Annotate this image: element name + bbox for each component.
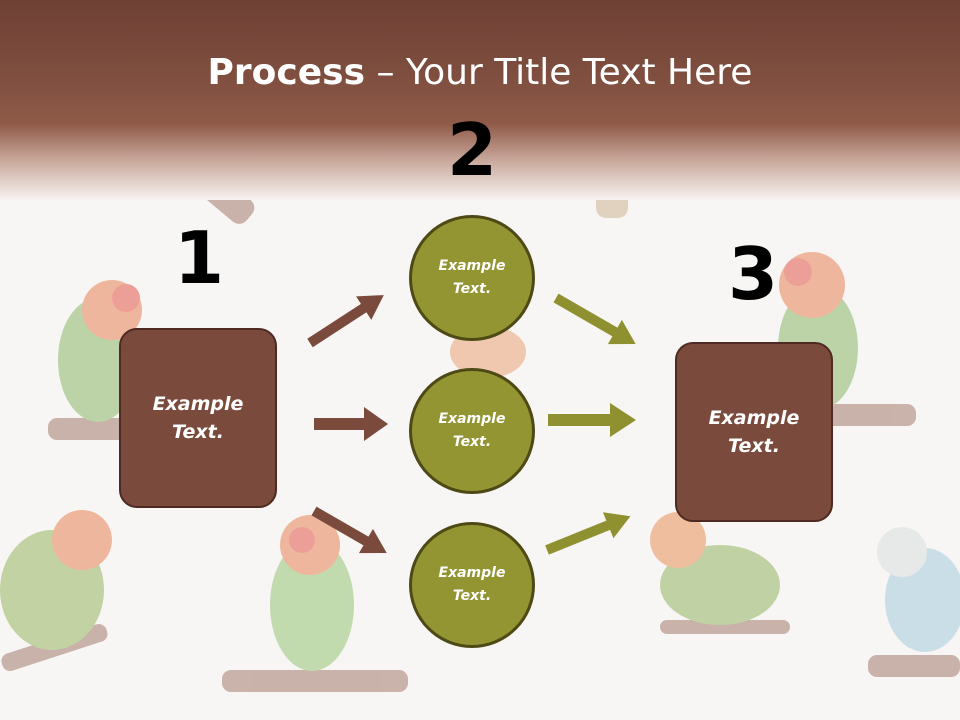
title-rest: – Your Title Text Here: [365, 52, 753, 93]
circle-top: Example Text.: [409, 215, 535, 341]
title-bold: Process: [207, 52, 366, 93]
arrow-straight-right: [548, 403, 636, 437]
circle-middle: Example Text.: [409, 368, 535, 494]
circle-bottom: Example Text.: [409, 522, 535, 648]
step-number-2: 2: [446, 108, 498, 192]
step-1-text: Example Text.: [152, 392, 244, 444]
arrow-straight-left: [314, 407, 388, 441]
arrow-down-right-left: [311, 506, 387, 554]
slide-title: Process – Your Title Text Here: [0, 52, 960, 93]
arrow-up-right-left: [307, 295, 384, 348]
arrow-up-right-right: [545, 512, 631, 555]
step-3-text: Example Text.: [708, 406, 800, 458]
header-band: [0, 0, 960, 200]
arrow-down-right-right: [553, 293, 636, 345]
circle-bottom-text: Example Text.: [438, 564, 506, 604]
step-number-1: 1: [173, 216, 225, 300]
step-number-3: 3: [727, 232, 779, 316]
circle-top-text: Example Text.: [438, 257, 506, 297]
step-1-box: Example Text.: [119, 328, 277, 508]
step-3-box: Example Text.: [675, 342, 833, 522]
circle-middle-text: Example Text.: [438, 410, 506, 450]
